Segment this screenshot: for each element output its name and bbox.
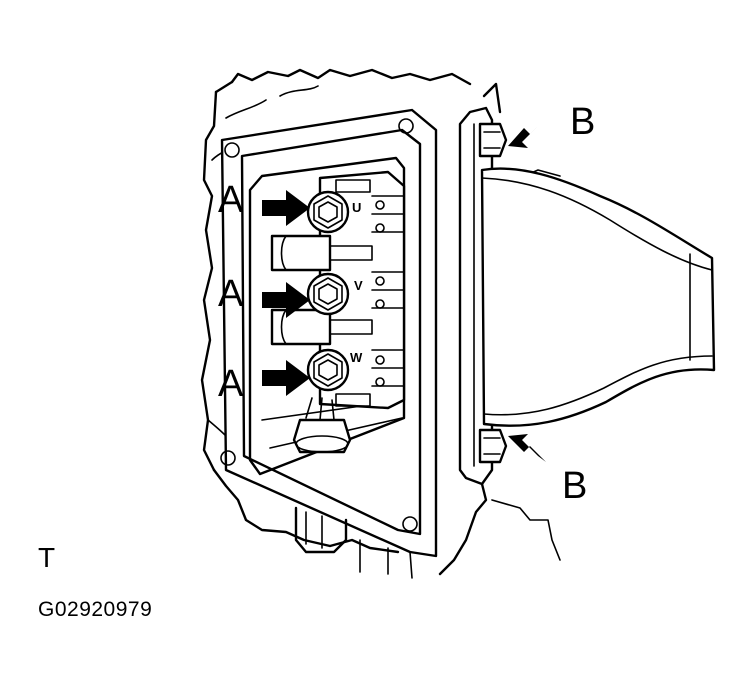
sensor-connector xyxy=(292,397,352,454)
cover-hole-bottom-right xyxy=(402,516,418,532)
terminal-block-tab-bottom xyxy=(335,393,371,407)
terminal-label-u: U xyxy=(352,200,361,215)
cover-hole-bottom-left xyxy=(220,450,236,466)
terminal-label-v: V xyxy=(354,278,363,293)
terminal-bolt-v xyxy=(306,272,350,316)
callout-a-top: A xyxy=(218,179,244,221)
cover-hole-top-right xyxy=(398,118,414,134)
terminal-block-tab-top xyxy=(335,179,371,193)
cable-harness-cover xyxy=(480,167,716,427)
lower-mount xyxy=(294,506,413,579)
arrow-b-top xyxy=(508,118,546,148)
terminal-bolt-u xyxy=(306,190,350,234)
callout-b-top: B xyxy=(570,101,595,143)
terminal-label-w: W xyxy=(350,350,363,365)
flange-bolt-top xyxy=(478,122,508,158)
figure-id: G02920979 xyxy=(38,598,153,621)
cover-hole-top-left xyxy=(224,142,240,158)
arrow-b-bottom xyxy=(508,434,546,462)
callout-a-middle: A xyxy=(218,273,244,315)
transaxle-housing xyxy=(200,68,472,554)
arrow-a-bottom xyxy=(262,360,310,396)
corner-mark: T xyxy=(38,542,56,573)
cable-lugs xyxy=(270,234,373,346)
terminal-block xyxy=(318,170,406,410)
flange-bolt-bottom xyxy=(478,428,508,464)
callout-a-bottom: A xyxy=(218,363,244,405)
terminal-bolt-w xyxy=(306,348,350,392)
arrow-a-top xyxy=(262,190,310,226)
arrow-a-middle xyxy=(262,282,310,318)
callout-b-bottom: B xyxy=(562,465,587,507)
